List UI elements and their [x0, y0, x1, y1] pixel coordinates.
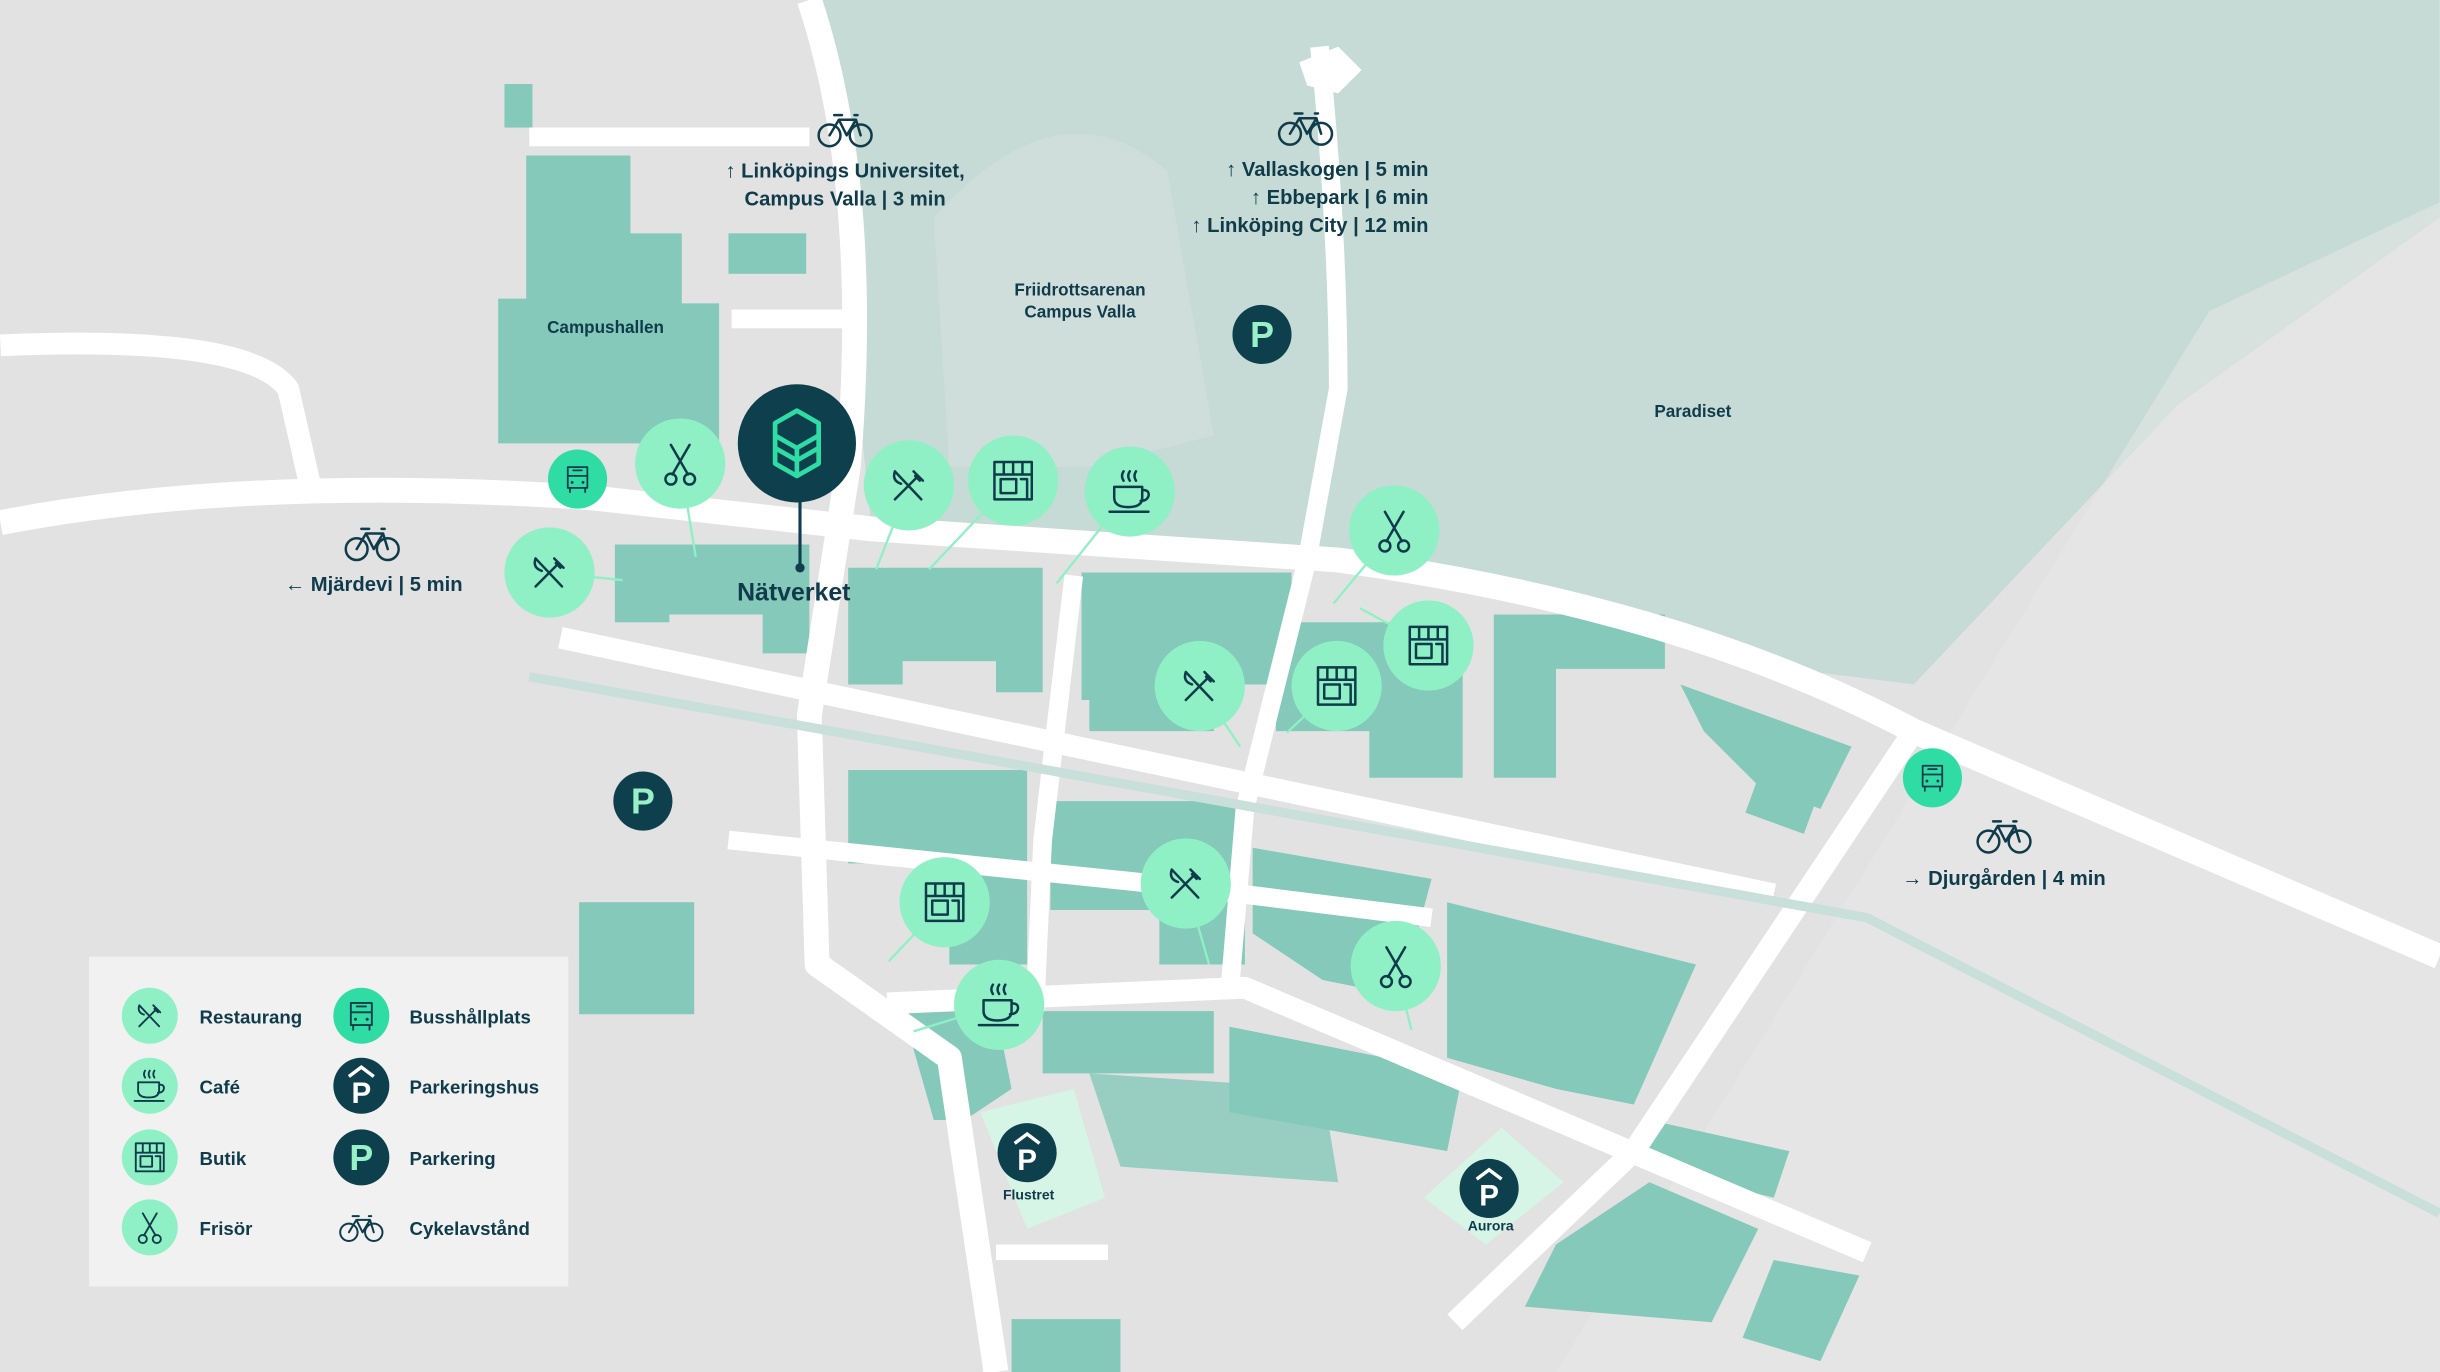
- legend-item-hairdresser: Frisör: [121, 1199, 253, 1256]
- bike-route-ebbepark: ↑ Ebbepark | 6 min: [1251, 187, 1429, 209]
- label-arena-line2: Campus Valla: [1024, 302, 1136, 321]
- svg-text:Parkeringshus: Parkeringshus: [410, 1077, 540, 1098]
- natverket-logo-icon: [772, 408, 822, 479]
- sports-arena-area: [933, 133, 1214, 467]
- parking-garage-aurora[interactable]: [1459, 1158, 1519, 1218]
- legend-item-bike: Cykelavstånd: [339, 1215, 530, 1243]
- parking-marker[interactable]: [613, 771, 673, 831]
- cafe-marker[interactable]: [954, 959, 1045, 1050]
- shop-marker[interactable]: [899, 857, 990, 948]
- park-area: [817, 0, 2440, 685]
- natverket-marker[interactable]: [737, 384, 856, 573]
- bus-stop-marker[interactable]: [548, 449, 608, 509]
- svg-text:Café: Café: [200, 1077, 240, 1098]
- restaurant-marker[interactable]: [863, 440, 954, 531]
- svg-text:Cykelavstånd: Cykelavstånd: [410, 1218, 530, 1239]
- svg-text:Restaurang: Restaurang: [200, 1007, 303, 1028]
- hairdresser-marker[interactable]: [1349, 485, 1440, 576]
- bus-stop-marker[interactable]: [1902, 748, 1962, 808]
- bike-route-university-line2: Campus Valla | 3 min: [745, 188, 946, 210]
- hairdresser-marker[interactable]: [635, 418, 726, 509]
- shop-marker[interactable]: [968, 435, 1059, 526]
- bike-route-university-line1: ↑ Linköpings Universitet,: [725, 160, 964, 182]
- svg-text:Frisör: Frisör: [200, 1218, 253, 1239]
- legend-item-parking: Parkering: [333, 1129, 496, 1186]
- legend-item-cafe: Café: [121, 1057, 240, 1114]
- svg-text:Parkering: Parkering: [410, 1148, 496, 1169]
- legend-item-restaurant: Restaurang: [121, 987, 303, 1044]
- svg-text:Butik: Butik: [200, 1148, 247, 1169]
- bike-route-city: ↑ Linköping City | 12 min: [1191, 215, 1428, 237]
- restaurant-marker[interactable]: [1154, 640, 1245, 732]
- legend-item-bus: Busshållplats: [333, 987, 531, 1044]
- legend-item-parking-garage: Parkeringshus: [333, 1057, 540, 1114]
- legend: Restaurang Café Butik Frisör Busshållpla…: [89, 956, 569, 1287]
- hairdresser-marker[interactable]: [1350, 920, 1441, 1012]
- legend-item-shop: Butik: [121, 1129, 247, 1186]
- parking-marker[interactable]: [1232, 304, 1292, 364]
- label-natverket: Nätverket: [737, 578, 850, 606]
- label-arena-line1: Friidrottsarenan: [1014, 281, 1145, 300]
- cafe-marker[interactable]: [1084, 446, 1175, 537]
- shop-marker[interactable]: [1383, 600, 1474, 691]
- label-campushallen: Campushallen: [547, 318, 664, 337]
- label-flustret: Flustret: [1003, 1186, 1055, 1202]
- bike-route-vallaskogen: ↑ Vallaskogen | 5 min: [1226, 159, 1428, 181]
- restaurant-marker[interactable]: [1140, 838, 1231, 929]
- svg-text:Busshållplats: Busshållplats: [410, 1007, 531, 1028]
- label-paradiset: Paradiset: [1654, 402, 1731, 421]
- shop-marker[interactable]: [1291, 640, 1382, 732]
- bike-route-djurgarden: → Djurgården | 4 min: [1902, 867, 2105, 890]
- bike-route-mjardevi: ← Mjärdevi | 5 min: [285, 574, 463, 596]
- label-aurora: Aurora: [1468, 1217, 1514, 1233]
- parking-garage-flustret[interactable]: [997, 1123, 1057, 1183]
- terrain: [1556, 202, 2440, 1372]
- restaurant-marker[interactable]: [504, 527, 595, 618]
